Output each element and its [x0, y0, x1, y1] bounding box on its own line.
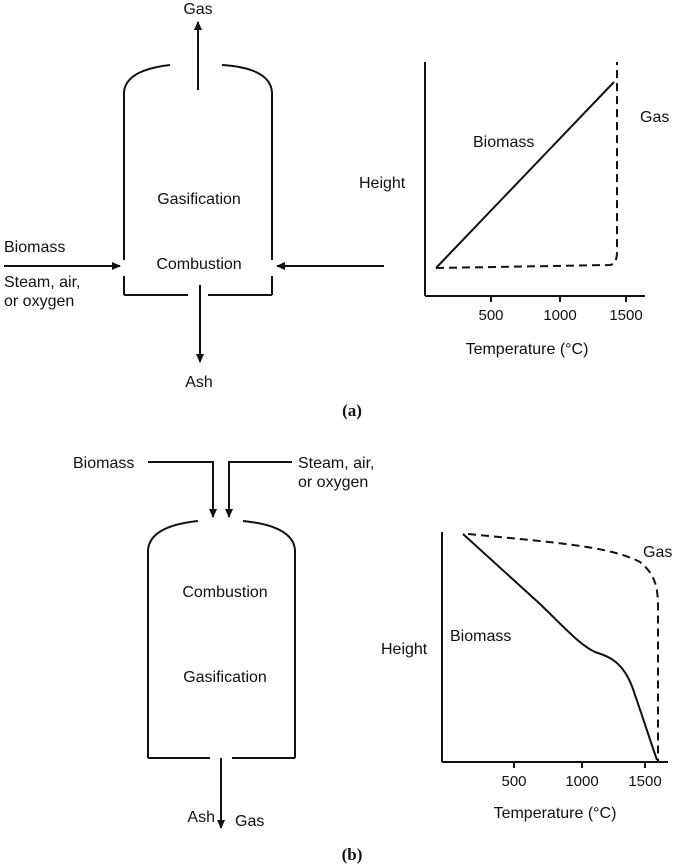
temperature-profile-a: 500 1000 1500 Height Temperature (°C) Bi… — [359, 62, 669, 358]
profile-b-gas-curve — [467, 533, 659, 762]
agent-inlet-arrow-b — [225, 461, 292, 518]
updraft-reactor — [123, 64, 273, 296]
reactor-a-dome-left — [123, 64, 171, 93]
agent-inlet-label-b-line1: Steam, air, — [298, 455, 374, 472]
agent-inlet-label-a-line2: or oxygen — [4, 293, 74, 310]
ash-outlet-label-a: Ash — [185, 374, 213, 391]
gasification-zone-label-b: Gasification — [183, 669, 267, 686]
agent-inlet-label-b-line2: or oxygen — [298, 474, 368, 491]
profile-a-xlabel: Temperature (°C) — [466, 341, 589, 358]
biomass-inlet-label-b: Biomass — [73, 455, 134, 472]
combustion-zone-label-b: Combustion — [182, 584, 267, 601]
downdraft-reactor — [147, 520, 296, 759]
profile-a-tick-label-1000: 1000 — [543, 307, 576, 324]
profile-b-tick-label-1500: 1500 — [628, 773, 661, 790]
temperature-profile-b: 500 1000 1500 Height Temperature (°C) Bi… — [381, 532, 672, 822]
gasification-zone-label-a: Gasification — [157, 191, 241, 208]
agent-inlet-label-a-line1: Steam, air, — [4, 274, 80, 291]
profile-b-tick-label-1000: 1000 — [565, 773, 598, 790]
caption-b: (b) — [342, 845, 363, 864]
profile-b-biomass-label: Biomass — [450, 628, 511, 645]
biomass-inlet-label-a: Biomass — [4, 239, 65, 256]
reactor-b-dome-left — [147, 520, 199, 551]
profile-a-biomass-curve — [435, 81, 615, 269]
ash-outlet-label-b: Ash — [187, 809, 215, 826]
profile-a-biomass-label: Biomass — [473, 134, 534, 151]
panel-b: Biomass Steam, air, or oxygen Combustion… — [73, 455, 672, 864]
profile-b-xlabel: Temperature (°C) — [494, 805, 617, 822]
panel-a: Gas Gasification Combustion Biomass Stea… — [4, 1, 669, 420]
profile-a-gas-curve — [435, 62, 618, 269]
gas-outlet-label-b: Gas — [235, 813, 264, 830]
profile-a-tick-label-500: 500 — [478, 307, 503, 324]
profile-b-gas-label: Gas — [643, 544, 672, 561]
profile-a-ylabel: Height — [359, 175, 406, 192]
biomass-inlet-arrow-b — [148, 461, 217, 518]
profile-a-gas-label: Gas — [640, 109, 669, 126]
profile-b-biomass-curve — [462, 533, 658, 761]
caption-a: (a) — [342, 401, 362, 420]
profile-b-ylabel: Height — [381, 641, 428, 658]
reactor-a-dome-right — [221, 64, 273, 93]
reactor-b-dome-right — [242, 520, 296, 551]
combustion-zone-label-a: Combustion — [156, 256, 241, 273]
profile-b-tick-label-500: 500 — [501, 773, 526, 790]
profile-a-tick-label-1500: 1500 — [609, 307, 642, 324]
gas-outlet-label-a: Gas — [183, 1, 212, 18]
